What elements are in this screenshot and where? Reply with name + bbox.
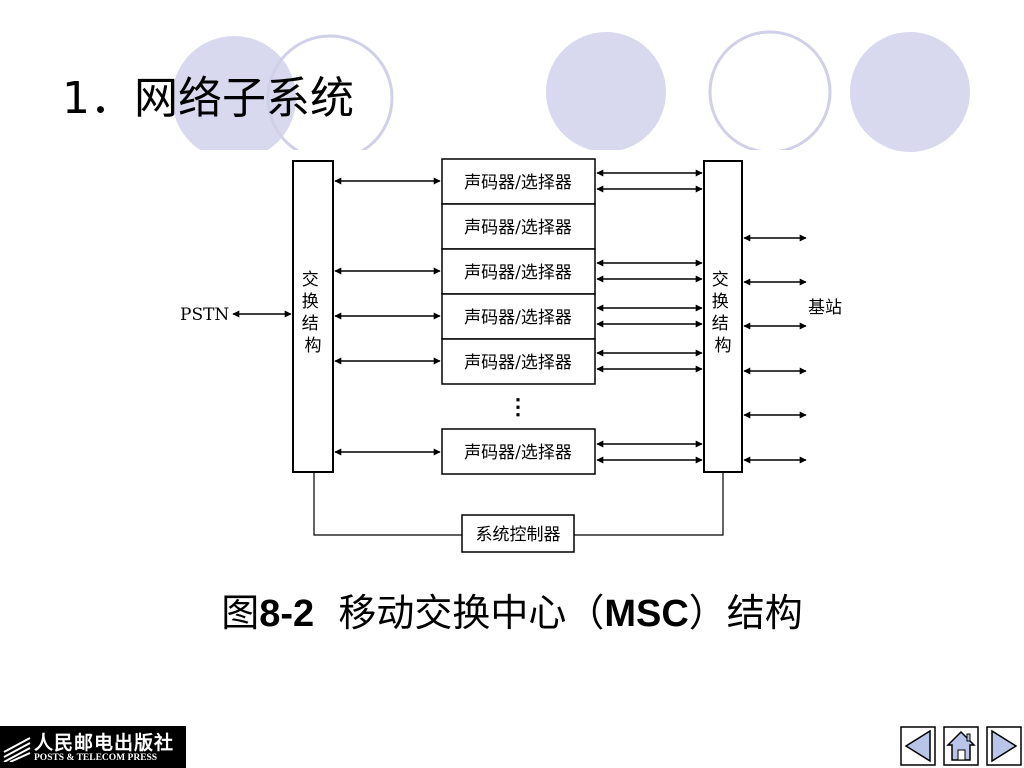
controller-link	[574, 472, 724, 536]
vocoder-selector-label: 声码器/选择器	[464, 308, 572, 328]
deco-circle	[850, 32, 970, 152]
right-switch-fabric	[703, 160, 743, 473]
left-switch-label: 交 换 结 构	[302, 270, 324, 356]
vocoder-selector-box	[441, 158, 596, 205]
slide-title: 1．网络子系统	[62, 73, 354, 124]
vocoder-selector-stack	[441, 158, 596, 475]
vocoder-selector-label: 声码器/选择器	[464, 443, 572, 463]
home-button[interactable]	[943, 726, 979, 766]
caption-abbr: MSC	[604, 593, 689, 635]
vocoder-selector-box	[441, 338, 596, 385]
vocoder-selector-box	[441, 248, 596, 295]
deco-circle	[266, 34, 394, 160]
publisher-name-en: POSTS & TELECOM PRESS	[34, 753, 158, 763]
vocoder-selector-box	[441, 203, 596, 250]
house-icon	[943, 726, 979, 766]
vocoder-selector-label: 声码器/选择器	[464, 353, 572, 373]
caption-prefix: 图	[221, 591, 260, 635]
system-controller-box	[461, 514, 575, 553]
triangle-right-icon	[986, 726, 1022, 766]
prev-slide-button[interactable]	[900, 726, 936, 766]
caption-main: 移动交换中心（	[338, 591, 605, 635]
msc-structure-diagram: 交 换 结 构 交 换 结 构 声码器/选择器 声码器/选择器 声码器/选择器 …	[180, 158, 842, 553]
right-switch-label: 交 换 结 构	[712, 270, 734, 356]
right-fabric-links	[596, 169, 703, 464]
figure-caption: 图8-2 移动交换中心（MSC）结构	[0, 582, 1024, 637]
vocoder-selector-box	[441, 293, 596, 340]
left-switch-fabric	[292, 160, 334, 473]
controller-link	[313, 472, 462, 536]
logo-stripes-icon	[3, 737, 31, 762]
caption-suffix: ）结构	[688, 591, 803, 635]
base-station-label: 基站	[808, 298, 842, 318]
publisher-logo: 人民邮电出版社 POSTS & TELECOM PRESS	[0, 726, 186, 768]
vocoder-selector-label: 声码器/选择器	[464, 173, 572, 193]
publisher-name-cn: 人民邮电出版社	[34, 732, 175, 754]
vocoder-ellipsis: ⋮	[507, 394, 529, 420]
deco-circle	[172, 36, 296, 160]
decorative-circles	[170, 30, 970, 160]
deco-circle	[546, 32, 666, 152]
triangle-left-icon	[900, 726, 936, 766]
vocoder-selector-label: 声码器/选择器	[464, 263, 572, 283]
next-slide-button[interactable]	[986, 726, 1022, 766]
vocoder-selector-box	[441, 428, 596, 475]
vocoder-selector-label: 声码器/选择器	[464, 218, 572, 238]
system-controller-label: 系统控制器	[476, 525, 561, 545]
base-station-links	[743, 234, 807, 464]
caption-number: 8-2	[259, 593, 315, 635]
left-fabric-links	[334, 177, 441, 456]
pstn-label: PSTN	[180, 305, 229, 325]
